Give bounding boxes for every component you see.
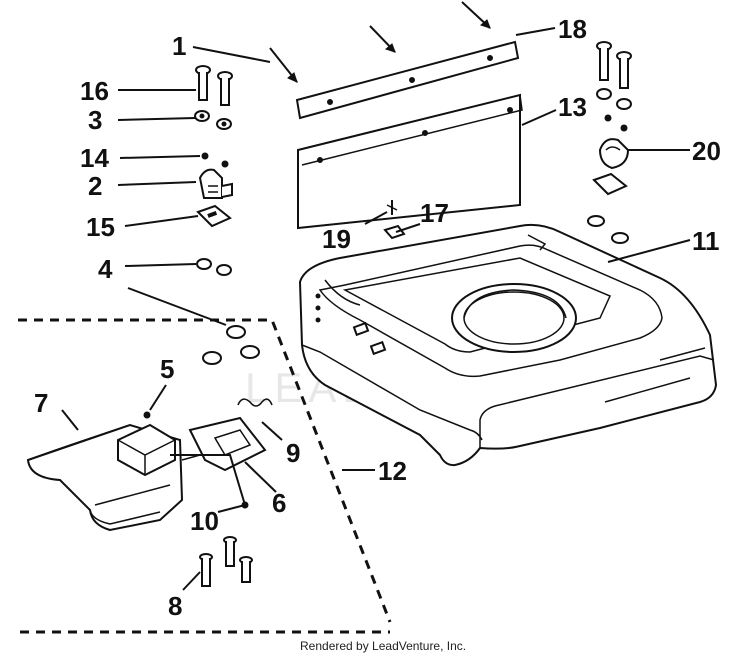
callout-numbers: 1 18 16 3 14 2 15 4 13 20 17 19 11 5 7 9…	[34, 14, 721, 621]
callout-1: 1	[172, 31, 186, 61]
callout-17: 17	[420, 198, 449, 228]
callout-16: 16	[80, 76, 109, 106]
spring-bracket-2	[198, 168, 233, 199]
deck-housing	[298, 223, 718, 467]
hinge-block-5	[117, 411, 176, 477]
baffle-plate-13	[297, 93, 523, 230]
deflector-strip-18	[295, 40, 520, 120]
bolts-8	[199, 536, 253, 587]
bolts-16	[195, 65, 233, 106]
callout-5: 5	[160, 354, 174, 384]
callout-3: 3	[88, 105, 102, 135]
callout-6: 6	[272, 488, 286, 518]
callout-9: 9	[286, 438, 300, 468]
callout-19: 19	[322, 224, 351, 254]
item-12-dashed-outline	[18, 318, 392, 634]
callout-20: 20	[692, 136, 721, 166]
callout-13: 13	[558, 92, 587, 122]
nuts-4	[196, 258, 260, 365]
callout-15: 15	[86, 212, 115, 242]
right-nuts	[587, 215, 629, 244]
pin-19-17	[383, 200, 406, 240]
leader-lines	[61, 27, 691, 591]
callout-14: 14	[80, 143, 109, 173]
spring-clip-20	[598, 138, 630, 170]
nuts-3	[194, 110, 232, 130]
callout-4: 4	[98, 254, 113, 284]
assembly-arrows	[269, 1, 491, 83]
small-balls-14	[201, 152, 229, 168]
right-plate	[592, 172, 628, 196]
callout-8: 8	[168, 591, 182, 621]
callout-2: 2	[88, 171, 102, 201]
render-credit: Rendered by LeadVenture, Inc.	[300, 639, 466, 653]
callout-18: 18	[558, 14, 587, 44]
callout-10: 10	[190, 506, 219, 536]
right-bolts	[596, 41, 632, 132]
callout-7: 7	[34, 388, 48, 418]
plate-15	[196, 204, 232, 228]
callout-12: 12	[378, 456, 407, 486]
callout-11: 11	[692, 226, 720, 256]
